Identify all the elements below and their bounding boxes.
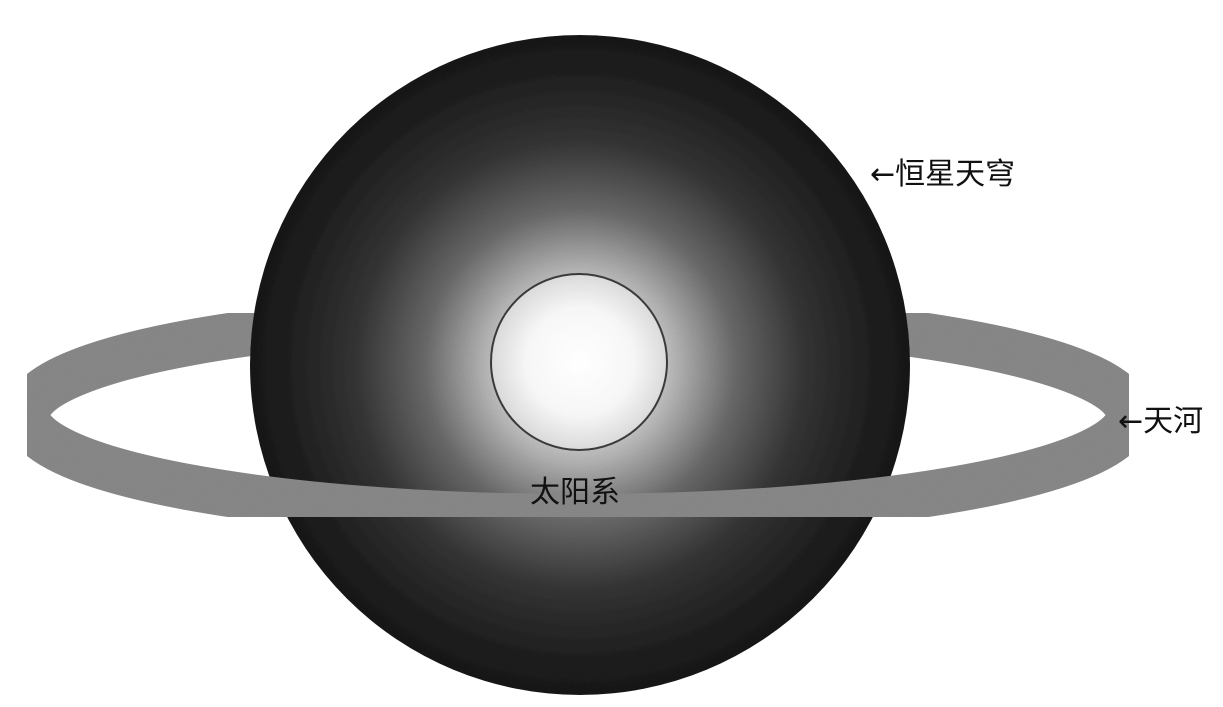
solar-system-label: 太阳系: [530, 475, 620, 510]
milky-way-label: ←天河: [1118, 404, 1204, 439]
galactic-ring-front: [4, 372, 1152, 540]
solar-system-circle: [490, 273, 668, 451]
celestial-sphere-label: ←恒星天穹: [870, 157, 1016, 192]
